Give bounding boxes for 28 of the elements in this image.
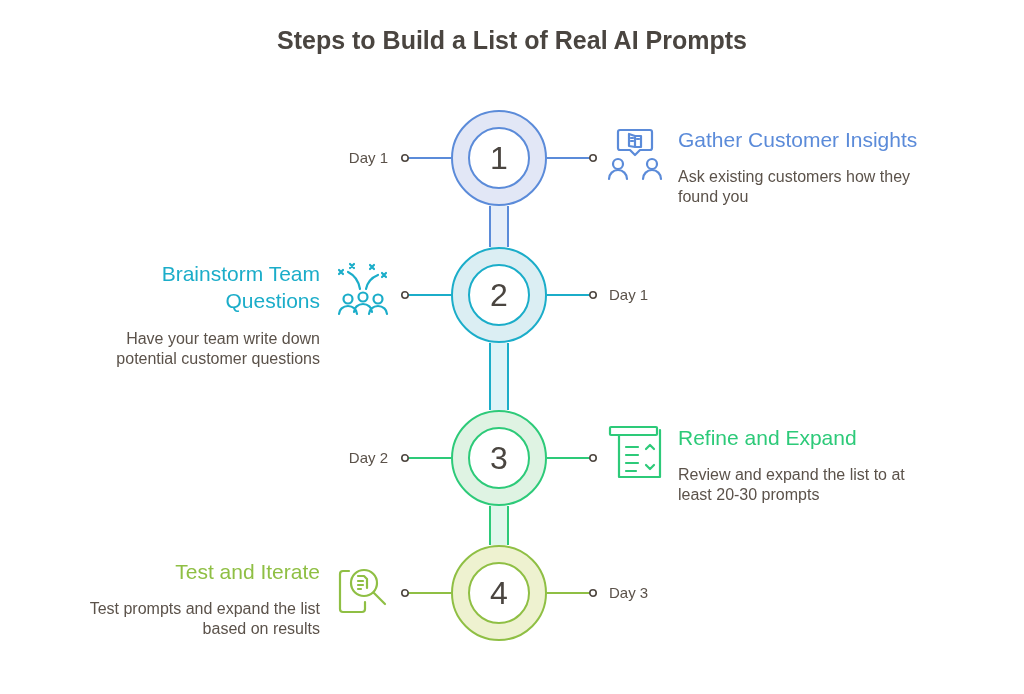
day-label: Day 2 [348, 448, 401, 468]
day-label: Day 1 [597, 285, 649, 305]
leader-line [400, 454, 452, 462]
step-title: Test and Iterate [174, 559, 320, 585]
connector-bar [489, 506, 509, 545]
leader-line [400, 589, 452, 597]
leader-line [546, 291, 598, 299]
step-number: 2 [490, 278, 508, 312]
step-title: Refine and Expand [678, 425, 858, 451]
step-description: Ask existing customers how they found you [678, 167, 912, 207]
day-label: Day 3 [597, 583, 649, 603]
step-number: 3 [490, 441, 508, 475]
step-title: Gather Customer Insights [678, 127, 919, 153]
connector-bar [489, 206, 509, 247]
leader-line [400, 154, 452, 162]
step-description: Test prompts and expand the list based on results [88, 599, 320, 639]
step-description: Review and expand the list to at least 20-30 prompts [678, 465, 906, 505]
connector-bar [489, 343, 509, 410]
leader-line [400, 291, 452, 299]
leader-line [546, 154, 598, 162]
day-label: Day 1 [348, 148, 401, 168]
leader-line [546, 589, 598, 597]
step-number: 4 [490, 576, 508, 610]
step-description: Have your team write down potential customer questions [115, 329, 320, 369]
step-number: 1 [490, 141, 508, 175]
step-title: Brainstorm Team Questions [160, 261, 320, 314]
leader-line [546, 454, 598, 462]
diagram-title: Steps to Build a List of Real AI Prompts [277, 25, 747, 56]
